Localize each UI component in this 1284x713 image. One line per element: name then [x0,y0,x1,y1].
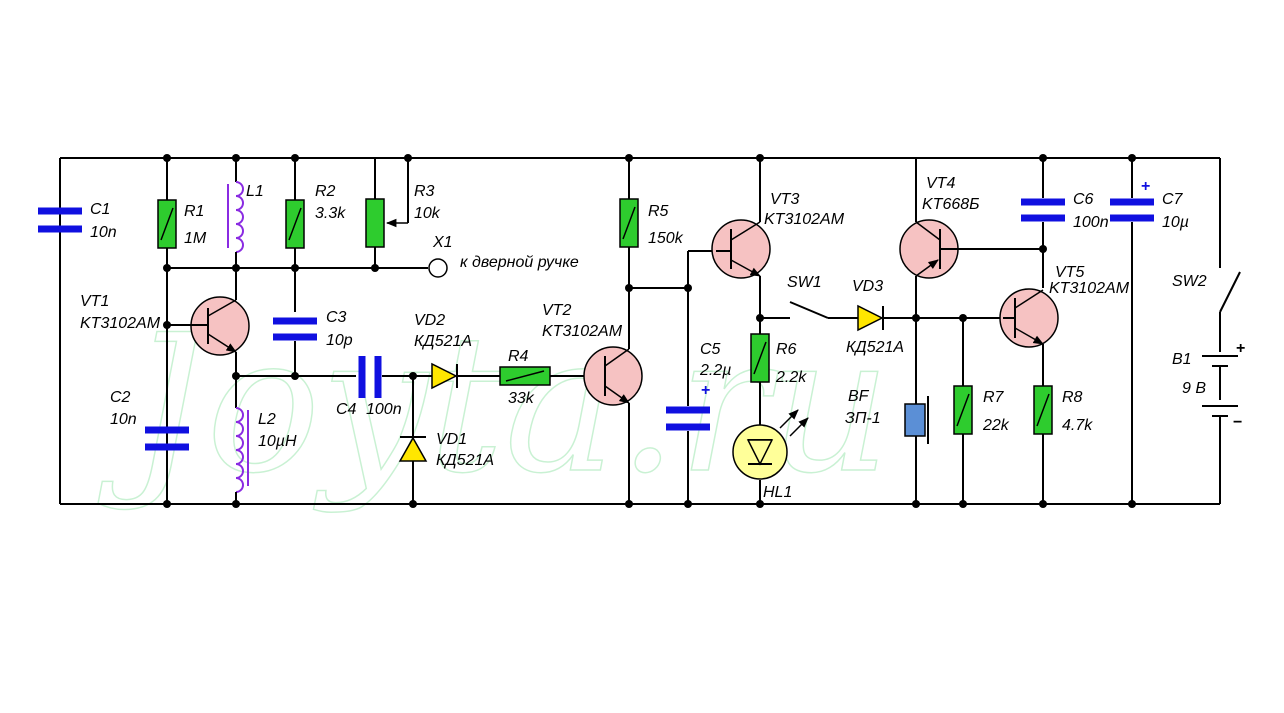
svg-text:10k: 10k [414,205,441,222]
capacitor-c2: C2 10n [110,389,189,451]
svg-text:КД521А: КД521А [436,452,494,469]
capacitor-c4: C4 100n [336,356,432,418]
svg-text:R6: R6 [776,341,797,358]
resistor-r7: R7 22k [953,318,1010,504]
svg-text:VT2: VT2 [542,302,571,319]
svg-text:1M: 1M [184,230,207,247]
led-hl1: HL1 [732,409,809,504]
svg-text:R4: R4 [508,348,529,365]
capacitor-c7: + C7 10µ [1110,158,1189,504]
svg-text:VT1: VT1 [80,293,109,310]
resistor-r5: R5 150k [619,158,684,349]
svg-text:22k: 22k [982,417,1010,434]
svg-text:VT5: VT5 [1055,264,1084,281]
svg-text:KT3102AM: KT3102AM [542,323,623,340]
transistor-vt5: VT5 KT3102AM [999,264,1130,386]
svg-text:KT3102AM: KT3102AM [1049,280,1130,297]
svg-text:100n: 100n [366,401,402,418]
svg-text:150k: 150k [648,230,684,247]
resistor-r2: R2 3.3k [285,158,346,312]
svg-text:2.2µ: 2.2µ [699,362,731,379]
svg-text:10n: 10n [90,224,117,241]
resistor-r6: R6 2.2k [750,333,807,426]
svg-text:R1: R1 [184,203,204,220]
svg-text:SW2: SW2 [1172,273,1207,290]
svg-text:KT3102AM: KT3102AM [764,211,845,228]
junctions [163,154,1136,508]
diode-vd3: VD3 КД521А [846,278,1003,356]
potentiometer-r3: R3 10k [365,158,441,268]
svg-text:C5: C5 [700,341,721,358]
svg-text:C1: C1 [90,201,110,218]
svg-text:X1: X1 [432,234,453,251]
diode-vd1: VD1 КД521А [398,376,494,504]
svg-text:R2: R2 [315,183,336,200]
inductor-l1: L1 [227,158,264,268]
capacitor-c6: C6 100n [1021,158,1109,288]
resistor-r1: R1 1M [157,158,207,504]
transistor-vt3: VT3 KT3102AM [711,158,845,334]
svg-text:33k: 33k [508,390,535,407]
transistor-vt2: VT2 KT3102AM [542,302,643,504]
speaker-bf: BF ЗП-1 [845,388,929,504]
switch-sw1: SW1 [760,274,858,319]
svg-text:+: + [701,382,710,399]
svg-text:C4: C4 [336,401,357,418]
svg-text:L1: L1 [246,183,264,200]
resistor-r8: R8 4.7k [1033,385,1093,504]
svg-text:HL1: HL1 [763,484,792,501]
capacitor-c3: C3 10p [273,309,353,376]
svg-text:B1: B1 [1172,351,1192,368]
capacitor-c5: + C5 2.2µ [666,341,731,504]
svg-text:SW1: SW1 [787,274,822,291]
svg-text:к дверной ручке: к дверной ручке [460,254,579,271]
svg-text:−: − [1233,414,1242,431]
svg-text:C2: C2 [110,389,131,406]
svg-text:+: + [1236,340,1245,357]
svg-text:2.2k: 2.2k [775,369,807,386]
svg-text:C3: C3 [326,309,347,326]
rails [59,157,1220,505]
svg-text:КД521А: КД521А [846,339,904,356]
svg-text:9 В: 9 В [1182,380,1206,397]
resistor-r4: R4 33k [499,348,605,407]
terminal-x1: X1 к дверной ручке [428,234,579,278]
svg-text:C7: C7 [1162,191,1184,208]
svg-text:BF: BF [848,388,870,405]
svg-text:VT3: VT3 [770,191,799,208]
svg-text:L2: L2 [258,411,276,428]
transistor-vt1: VT1 KT3102AM [80,268,250,408]
svg-text:KT668Б: KT668Б [922,196,980,213]
transistor-vt4: VT4 KT668Б [899,158,1043,404]
svg-text:10µH: 10µH [258,433,297,450]
svg-text:VD1: VD1 [436,431,467,448]
svg-text:10µ: 10µ [1162,214,1189,231]
svg-text:C6: C6 [1073,191,1094,208]
switch-sw2: SW2 [1172,158,1241,352]
svg-text:R7: R7 [983,389,1005,406]
inductor-l2: L2 10µH [235,407,297,504]
svg-text:10p: 10p [326,332,353,349]
svg-text:3.3k: 3.3k [315,205,346,222]
svg-text:4.7k: 4.7k [1062,417,1093,434]
svg-text:VT4: VT4 [926,175,955,192]
battery-b1: + − B1 9 В [1172,340,1245,504]
svg-text:100n: 100n [1073,214,1109,231]
svg-text:VD2: VD2 [414,312,445,329]
svg-text:ЗП-1: ЗП-1 [845,410,881,427]
svg-text:KT3102AM: KT3102AM [80,315,161,332]
diode-vd2: VD2 КД521А [414,312,500,390]
svg-text:+: + [1141,178,1150,195]
svg-text:R5: R5 [648,203,669,220]
svg-text:R3: R3 [414,183,435,200]
svg-text:R8: R8 [1062,389,1083,406]
svg-text:КД521А: КД521А [414,333,472,350]
svg-text:10n: 10n [110,411,137,428]
svg-text:VD3: VD3 [852,278,883,295]
capacitor-c1: C1 10n [38,201,117,241]
